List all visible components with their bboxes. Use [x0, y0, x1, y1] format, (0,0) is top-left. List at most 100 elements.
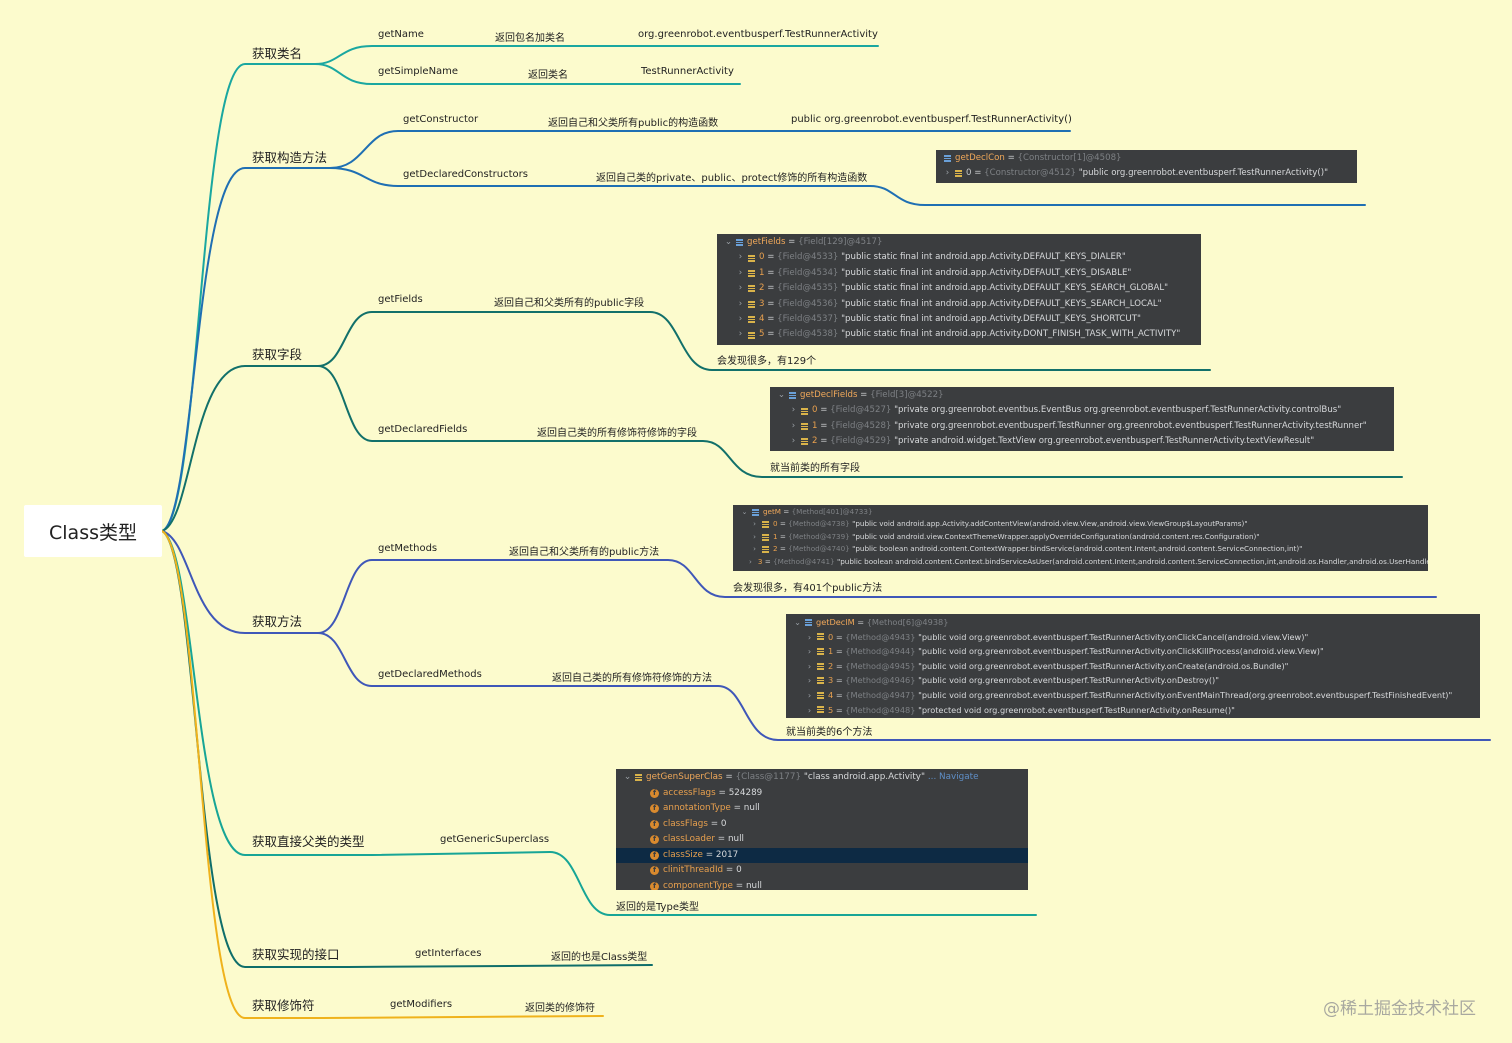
field-value: null — [745, 880, 762, 891]
row-value: "public static final int android.app.Act… — [841, 267, 1132, 278]
chevron-right-icon[interactable]: › — [945, 168, 950, 178]
panel-header[interactable]: ⌄ getDeclM = {Method[6]@4938} — [792, 615, 1480, 630]
desc-getdeclaredconstructors: 返回自己类的private、public、protect修饰的所有构造函数 — [596, 173, 868, 184]
panel-row[interactable]: ›3 = {Field@4536} "public static final i… — [723, 297, 1201, 312]
item-icon — [955, 170, 962, 177]
panel-row[interactable]: ›3 = {Method@4946} "public void org.gree… — [792, 673, 1480, 688]
panel-row[interactable]: ›0 = {Field@4527} "private org.greenrobo… — [776, 403, 1394, 418]
chevron-right-icon[interactable]: › — [753, 531, 756, 541]
method-getgenericsuperclass: getGenericSuperclass — [440, 834, 550, 845]
row-value: "public void org.greenrobot.eventbusperf… — [918, 660, 1289, 671]
chevron-right-icon[interactable]: › — [791, 436, 796, 447]
chevron-right-icon[interactable]: › — [738, 283, 743, 294]
edge-root-to-fields — [161, 365, 319, 532]
chevron-down-icon[interactable]: ⌄ — [777, 390, 786, 400]
panel-row[interactable]: ›2 = {Method@4945} "public void org.gree… — [792, 659, 1480, 674]
chevron-right-icon[interactable]: › — [791, 405, 796, 416]
row-value: "public boolean android.content.Context.… — [836, 556, 1428, 566]
field-icon: f — [650, 866, 659, 876]
chevron-right-icon[interactable]: › — [753, 544, 756, 554]
panel-header[interactable]: ⌄ getGenSuperClas = {Class@1177} "class … — [622, 770, 1028, 786]
chevron-right-icon[interactable]: › — [791, 420, 796, 431]
panel-row[interactable]: ›2 = {Field@4529} "private android.widge… — [776, 434, 1394, 449]
chevron-right-icon[interactable]: › — [738, 314, 743, 325]
edge-getsimplename — [314, 63, 741, 85]
method-getfields: getFields — [378, 294, 423, 305]
panel-row[interactable]: ›4 = {Method@4947} "public void org.gree… — [792, 688, 1480, 703]
panel-row[interactable]: ›1 = {Field@4528} "private org.greenrobo… — [776, 419, 1394, 434]
item-icon — [817, 662, 824, 670]
chevron-right-icon[interactable]: › — [807, 660, 812, 671]
panel-row[interactable]: ›1 = {Field@4534} "public static final i… — [723, 266, 1201, 281]
panel-row[interactable]: ›5 = {Method@4948} "protected void org.g… — [792, 703, 1480, 718]
row-index: 5 — [828, 704, 834, 715]
edge-getmodifiers — [321, 1015, 604, 1019]
row-index: 4 — [759, 314, 765, 325]
row-value: "private org.greenrobot.eventbus.EventBu… — [894, 405, 1342, 416]
panel-row[interactable]: ›1 = {Method@4739} "public void android.… — [739, 531, 1428, 543]
panel-header: getDeclCon = {Constructor[1]@4508} — [942, 151, 1357, 166]
panel-row[interactable]: ›0 = {Field@4533} "public static final i… — [723, 250, 1201, 265]
row-ref: {Method@4741} — [773, 556, 835, 566]
panel-row[interactable]: ›1 = {Method@4944} "public void org.gree… — [792, 644, 1480, 659]
row-ref: {Method@4943} — [845, 631, 916, 642]
chevron-right-icon[interactable]: › — [749, 556, 752, 566]
panel-row[interactable]: ›5 = {Field@4538} "public static final i… — [723, 327, 1201, 342]
chevron-right-icon[interactable]: › — [738, 252, 743, 263]
panel-row[interactable]: ›0 = {Method@4738} "public void android.… — [739, 518, 1428, 530]
navigate-link[interactable]: ... Navigate — [927, 772, 979, 782]
desc-getfields: 返回自己和父类所有的public字段 — [494, 298, 645, 309]
chevron-right-icon[interactable]: › — [738, 329, 743, 340]
chevron-down-icon[interactable]: ⌄ — [794, 617, 801, 627]
chevron-right-icon[interactable]: › — [807, 675, 812, 686]
panel-row[interactable]: ›4 = {Field@4537} "public static final i… — [723, 312, 1201, 327]
chevron-right-icon[interactable]: › — [753, 519, 756, 529]
chevron-right-icon[interactable]: › — [738, 267, 743, 278]
panel-row[interactable]: › 0 = {Constructor@4512} "public org.gre… — [942, 166, 1357, 181]
field-icon: f — [650, 835, 659, 845]
field-value: null — [743, 803, 760, 813]
panel-row[interactable]: ›2 = {Field@4535} "public static final i… — [723, 281, 1201, 296]
row-index: 3 — [757, 556, 763, 566]
item-icon — [762, 545, 769, 553]
chevron-down-icon[interactable]: ⌄ — [623, 772, 632, 782]
branch-get-class-name: 获取类名 — [252, 46, 303, 61]
example-getsimplename: TestRunnerActivity — [641, 66, 734, 77]
row-value: "public static final int android.app.Act… — [841, 252, 1126, 263]
panel-header[interactable]: ⌄ getFields = {Field[129]@4517} — [723, 235, 1201, 250]
panel-row[interactable]: ›3 = {Method@4741} "public boolean andro… — [739, 556, 1428, 568]
method-getconstructor: getConstructor — [403, 114, 479, 125]
row-ref: {Method@4945} — [845, 660, 916, 671]
array-icon — [752, 508, 759, 516]
row-index: 0 — [759, 252, 765, 263]
example-getname: org.greenrobot.eventbusperf.TestRunnerAc… — [638, 29, 878, 40]
method-getinterfaces: getInterfaces — [415, 948, 482, 959]
edge-getdeclaredmethods — [317, 632, 1491, 741]
chevron-down-icon[interactable]: ⌄ — [724, 237, 733, 247]
chevron-right-icon[interactable]: › — [738, 298, 743, 309]
panel-header[interactable]: ⌄ getDeclFields = {Field[3]@4522} — [776, 388, 1394, 403]
var-ref: {Constructor[1]@4508} — [1017, 153, 1122, 163]
chevron-right-icon[interactable]: › — [807, 704, 812, 715]
debug-panel-methods: ⌄ getM = {Method[401]@4733} ›0 = {Method… — [733, 505, 1428, 571]
chevron-down-icon[interactable]: ⌄ — [741, 507, 748, 516]
row-ref: {Field@4534} — [777, 267, 839, 278]
field-icon: f — [650, 788, 659, 798]
panel-row[interactable]: ›0 = {Method@4943} "public void org.gree… — [792, 630, 1480, 645]
row-index: 1 — [812, 420, 818, 431]
edge-getdeclaredconstructors — [329, 167, 1366, 206]
chevron-right-icon[interactable]: › — [807, 646, 812, 657]
chevron-right-icon[interactable]: › — [807, 689, 812, 700]
panel-header[interactable]: ⌄ getM = {Method[401]@4733} — [739, 506, 1428, 518]
panel-row[interactable]: ›2 = {Method@4740} "public boolean andro… — [739, 543, 1428, 555]
row-value: "public void android.app.Activity.addCon… — [852, 519, 1248, 529]
chevron-right-icon[interactable]: › — [807, 631, 812, 642]
